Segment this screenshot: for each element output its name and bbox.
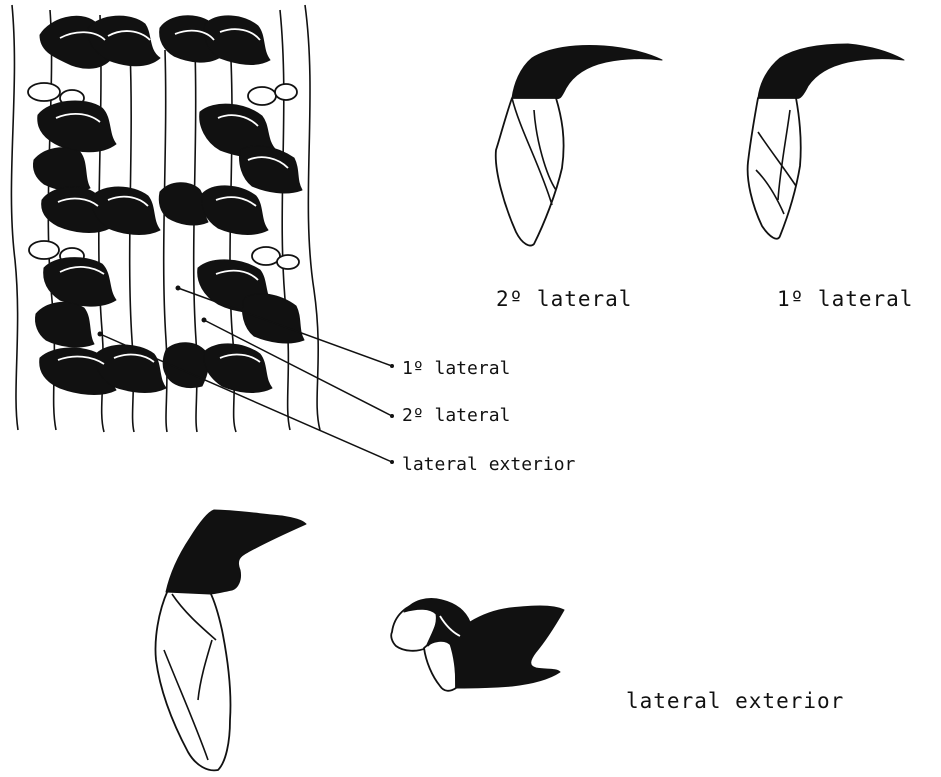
- tooth-dark: [204, 344, 272, 393]
- marginal-plate: [248, 87, 276, 105]
- tooth-large-lateral: [156, 510, 307, 770]
- marginal-plate: [275, 84, 297, 100]
- tooth-dark: [202, 186, 268, 235]
- tooth-1st-lateral: [748, 44, 904, 239]
- marginal-plate: [252, 247, 280, 265]
- callout-2nd-lateral: 2º lateral: [402, 405, 510, 426]
- tooth-dark: [35, 302, 94, 347]
- leader-arrowhead: [390, 460, 394, 464]
- leader-arrowhead: [390, 364, 394, 368]
- radula-overview: [11, 5, 394, 464]
- tooth-dark: [44, 258, 116, 306]
- callout-lateral-exterior: lateral exterior: [402, 454, 576, 475]
- marginal-plate: [29, 241, 59, 259]
- label-2nd-lateral: 2º lateral: [496, 287, 632, 311]
- tooth-dark: [240, 146, 303, 193]
- tooth-dark: [159, 183, 208, 225]
- leader-arrowhead: [390, 414, 394, 418]
- marginal-plate: [28, 83, 60, 101]
- tooth-dark: [242, 294, 304, 343]
- tooth-lateral-exterior: [391, 599, 564, 691]
- tooth-2nd-lateral: [496, 46, 662, 246]
- callout-1st-lateral: 1º lateral: [402, 358, 510, 379]
- label-lateral-exterior: lateral exterior: [626, 689, 844, 713]
- tooth-dark: [33, 148, 90, 191]
- label-1st-lateral: 1º lateral: [777, 287, 913, 311]
- marginal-plate: [277, 255, 299, 269]
